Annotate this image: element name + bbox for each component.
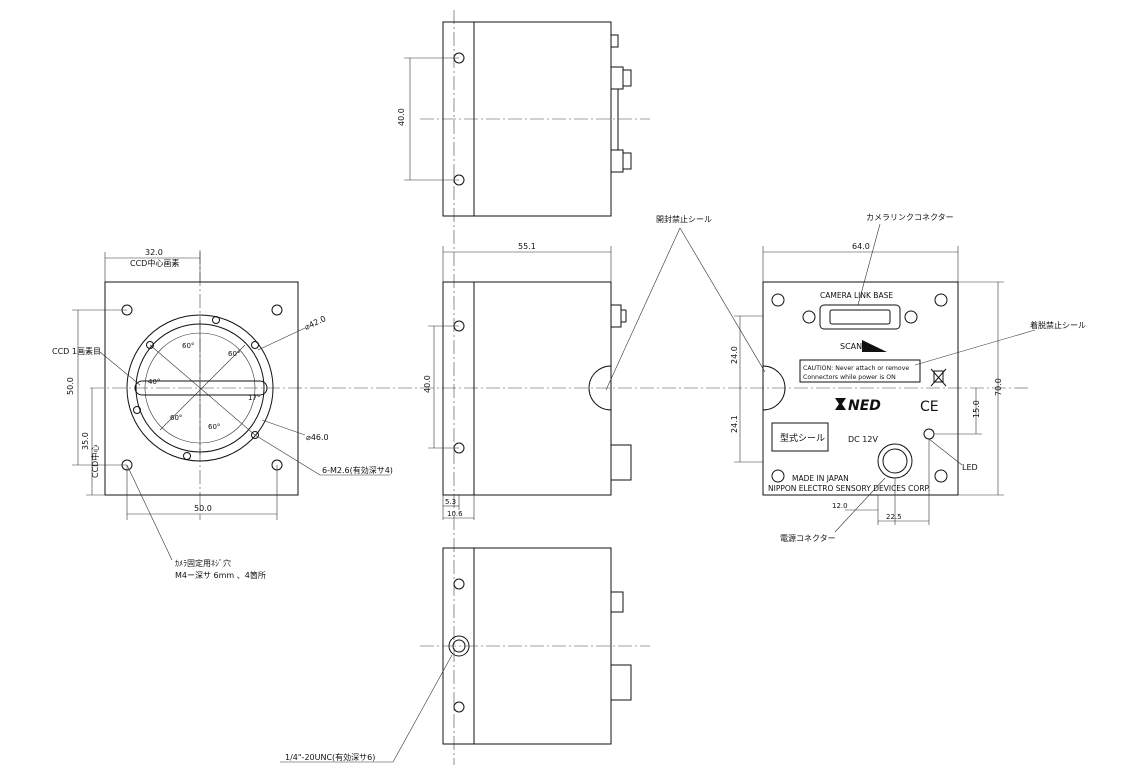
rear-power-connector-label: 電源コネクター bbox=[780, 534, 836, 543]
side-dim-holes: 40.0 bbox=[423, 375, 432, 393]
front-dim-top: 32.0 bbox=[145, 248, 163, 257]
rear-made-in: MADE IN JAPAN bbox=[792, 474, 849, 483]
rear-connector-label: カメラリンクコネクター bbox=[866, 213, 954, 222]
front-angle-60b: 60° bbox=[228, 350, 240, 358]
front-angle-17: 17° bbox=[248, 394, 260, 402]
side-dim-a: 5.3 bbox=[445, 498, 456, 506]
side-view: 55.1 40.0 5.3 10.6 開封禁止シール bbox=[423, 214, 766, 520]
rear-dim-12: 12.0 bbox=[832, 502, 848, 510]
rear-dim-height: 70.0 bbox=[994, 378, 1003, 396]
rear-model-seal: 型式シール bbox=[780, 432, 825, 444]
front-dia-inner: ⌀46.0 bbox=[306, 433, 329, 442]
bottom-view: 1/4"-20UNC(有効深サ6) bbox=[280, 547, 650, 763]
rear-dim-width: 64.0 bbox=[852, 242, 870, 251]
bottom-tripod-note: 1/4"-20UNC(有効深サ6) bbox=[285, 752, 375, 762]
front-mount-note-1: ｶﾒﾗ固定用ﾈｼﾞ穴 bbox=[175, 558, 231, 568]
rear-dim-225: 22.5 bbox=[886, 513, 902, 521]
side-dim-b: 10.6 bbox=[447, 510, 463, 518]
rear-scan-text: SCAN bbox=[840, 342, 862, 351]
top-dim-holes: 40.0 bbox=[397, 108, 406, 126]
front-view: 32.0 CCD中心画素 50.0 35.0 CCD中心 50.0 CCD 1画… bbox=[52, 248, 393, 580]
rear-view: CAMERA LINK BASE SCAN CAUTION: Never att… bbox=[730, 213, 1086, 543]
ned-logo-icon bbox=[835, 398, 846, 410]
rear-caution-line2: Connectors while power is ON bbox=[803, 374, 896, 381]
weee-bin-icon bbox=[930, 368, 947, 387]
rear-connector-text: CAMERA LINK BASE bbox=[820, 291, 893, 300]
front-dim-left-center: 35.0 bbox=[81, 432, 90, 450]
front-mount-note-2: M4ー深サ 6mm 、4箇所 bbox=[175, 570, 266, 580]
front-dim-top-label: CCD中心画素 bbox=[130, 258, 179, 268]
front-angle-40: 40° bbox=[148, 378, 160, 386]
front-dim-left-total: 50.0 bbox=[66, 377, 75, 395]
rear-dim-led: 15.0 bbox=[972, 400, 981, 418]
rear-company: NIPPON ELECTRO SENSORY DEVICES CORP. bbox=[768, 484, 930, 493]
rear-dim-upper: 24.0 bbox=[730, 346, 739, 364]
front-angle-60a: 60° bbox=[182, 342, 194, 350]
rear-power-spec: DC 12V bbox=[848, 435, 878, 444]
rear-led-label: LED bbox=[962, 463, 978, 472]
front-pixel-label: CCD 1画素目 bbox=[52, 346, 101, 356]
side-dim-length: 55.1 bbox=[518, 242, 536, 251]
front-dim-bottom: 50.0 bbox=[194, 504, 212, 513]
rear-dim-lower: 24.1 bbox=[730, 415, 739, 433]
front-dim-left-center-label: CCD中心 bbox=[90, 445, 100, 478]
rear-ce-mark: CE bbox=[920, 399, 939, 415]
side-seal-label: 開封禁止シール bbox=[656, 214, 712, 224]
rear-seal-label: 着脱禁止シール bbox=[1030, 320, 1086, 330]
front-dia-outer: ⌀42.0 bbox=[303, 314, 327, 332]
rear-logo: NED bbox=[848, 398, 881, 414]
front-screw-note: 6-M2.6(有効深サ4) bbox=[322, 465, 393, 475]
rear-caution-line1: CAUTION: Never attach or remove bbox=[803, 365, 909, 372]
top-view: 40.0 bbox=[397, 21, 650, 217]
front-angle-60c: 60° bbox=[170, 414, 182, 422]
front-angle-60d: 60° bbox=[208, 423, 220, 431]
